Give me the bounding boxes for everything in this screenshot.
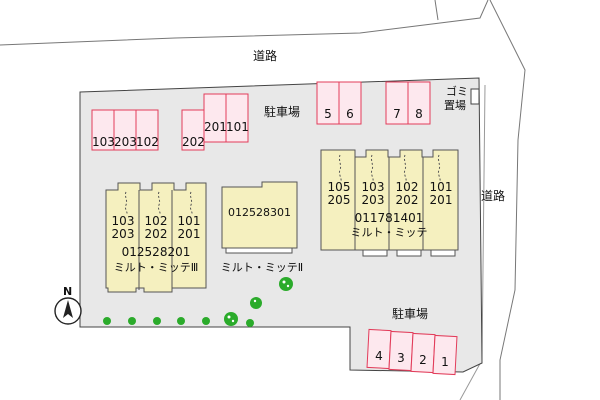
- building-code: 011781401: [354, 211, 424, 225]
- parking-stall-201: [203, 93, 227, 143]
- parking-lot-b: [316, 81, 431, 125]
- building-mirto-mitte-3: [105, 182, 207, 293]
- garbage-label-line1: ゴミ: [446, 85, 468, 98]
- building-name: ミルト・ミッテⅡ: [220, 261, 304, 274]
- building-code: 012528201: [121, 245, 191, 259]
- building-name: ミルト・ミッテ: [350, 226, 428, 239]
- stall-label: 201: [204, 120, 227, 134]
- stair-path: [157, 191, 161, 216]
- stair-path: [403, 154, 407, 183]
- stall-label: 101: [226, 120, 249, 134]
- road-edge-left-stub: [434, 0, 439, 21]
- building-mirto-mitte: [320, 149, 459, 257]
- stall-label: 102: [136, 135, 159, 149]
- stall-label: 4: [375, 349, 383, 363]
- tree: [279, 277, 293, 291]
- parking-lot-c-label: 駐車場: [392, 307, 429, 321]
- trees: [103, 277, 293, 327]
- road-edge-top: [0, 0, 489, 46]
- parking-stall-1: [432, 334, 458, 376]
- stall-label: 6: [346, 107, 354, 121]
- tree: [224, 312, 238, 326]
- parking-stall-8: [407, 81, 431, 125]
- tree: [246, 319, 254, 327]
- stall-label: 5: [324, 107, 332, 121]
- stall-label: 1: [441, 355, 449, 369]
- stall-label: 203: [114, 135, 137, 149]
- stall-label: 3: [397, 351, 405, 365]
- stair-path: [189, 191, 193, 216]
- compass-icon: [54, 297, 82, 325]
- road-label-right: 道路: [481, 189, 506, 203]
- garbage-enclosure: [470, 88, 480, 105]
- building-name: ミルト・ミッテⅢ: [113, 261, 199, 274]
- parking-lot-a: [91, 93, 249, 151]
- stall-label: 2: [419, 353, 427, 367]
- building-right-foot: [396, 249, 422, 257]
- stall-label: 7: [393, 107, 401, 121]
- stair-path: [338, 154, 342, 183]
- tree-highlights: [227, 280, 290, 323]
- stair-path: [437, 154, 441, 183]
- tree: [250, 297, 262, 309]
- stair-path: [370, 154, 374, 183]
- tree: [177, 317, 185, 325]
- tree: [202, 317, 210, 325]
- parking-lot-a-label: 駐車場: [264, 105, 301, 119]
- tree: [103, 317, 111, 325]
- stair-path: [124, 191, 128, 216]
- building-right-foot: [362, 249, 388, 257]
- road-label-top: 道路: [253, 49, 278, 63]
- building-mirto-mitte-2: [221, 181, 298, 254]
- stall-label: 8: [415, 107, 423, 121]
- parking-stall-102: [135, 109, 159, 151]
- building-middle-foot: [225, 247, 293, 254]
- stall-label: 103: [92, 135, 115, 149]
- parking-lot-c: [366, 328, 458, 376]
- road-edge-right: [489, 0, 526, 400]
- compass-north-label: N: [63, 285, 73, 298]
- parking-stall-101: [225, 93, 249, 143]
- garbage-label-line2: 置場: [444, 99, 466, 112]
- building-right-foot: [430, 249, 456, 257]
- tree: [153, 317, 161, 325]
- building-code: 012528301: [228, 206, 291, 219]
- stall-label: 202: [182, 135, 205, 149]
- building-left-outline: [105, 182, 207, 293]
- tree: [128, 317, 136, 325]
- building-middle-outline: [221, 181, 298, 249]
- parking-stall-6: [338, 81, 362, 125]
